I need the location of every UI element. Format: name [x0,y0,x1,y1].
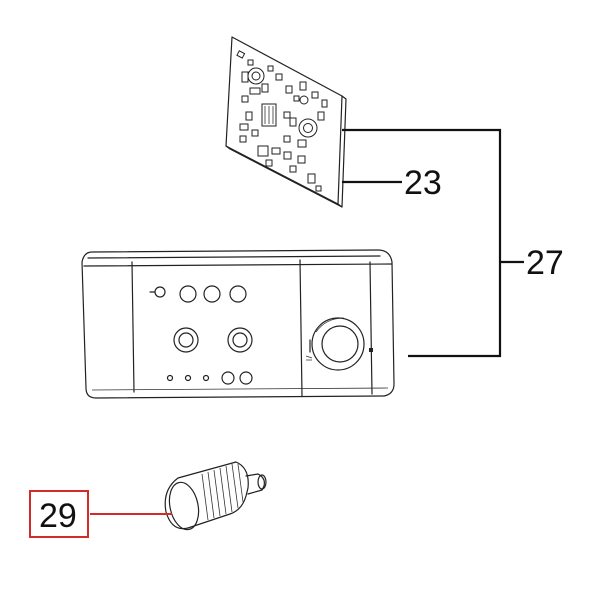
small-controls [166,371,253,385]
leader-lines [90,128,524,515]
callout-29: 29 [39,497,77,535]
knob-part [164,461,267,531]
knob-knurling [201,463,244,521]
callout-labels: 23 27 29 [29,164,564,538]
callout-29-box [29,490,89,538]
housing-outline [81,249,395,399]
indicator-holes [149,285,247,303]
panel-buttons [173,327,253,353]
callout-23: 23 [404,164,442,202]
pcb-board [225,36,347,208]
knob-body [164,461,249,530]
pcb-components [236,50,328,192]
control-panel-housing [81,249,395,399]
callout-27: 27 [526,244,564,282]
leader-bracket-27 [342,128,502,358]
pcb-board-face [225,36,343,205]
dial-recess [305,317,373,371]
